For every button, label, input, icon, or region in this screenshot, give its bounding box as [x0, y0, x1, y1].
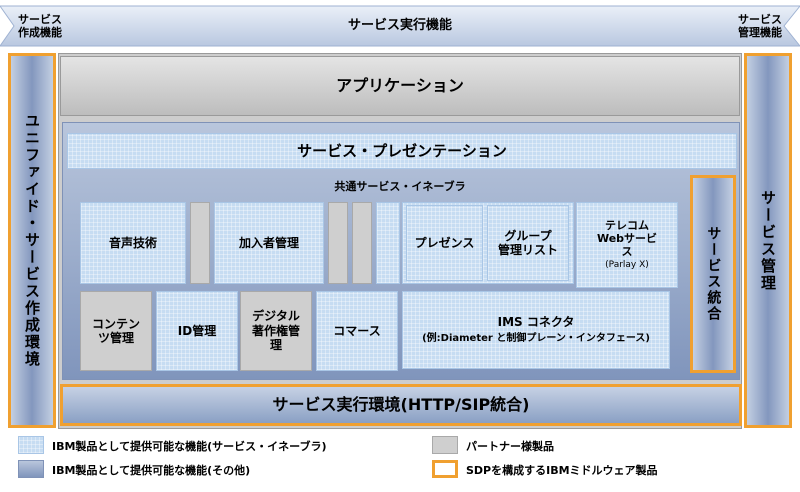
group-list-management-block: グループ 管理リスト: [487, 205, 569, 281]
header-band: [0, 4, 800, 48]
service-integration-panel: サービス統合: [690, 175, 736, 373]
ims-connector-title: IMS コネクタ: [497, 314, 575, 329]
commerce-block: コマース: [316, 291, 398, 371]
voice-technology-block: 音声技術: [80, 202, 186, 284]
header-right-label: サービス 管理機能: [738, 12, 782, 39]
header-center-label: サービス実行機能: [347, 18, 452, 34]
header-left-label: サービス 作成機能: [18, 12, 62, 39]
subscriber-management-block: 加入者管理: [214, 202, 324, 284]
presence-label: プレゼンス: [414, 235, 475, 250]
subscriber-management-label: 加入者管理: [238, 235, 299, 250]
presentation-label: サービス・プレゼンテーション: [297, 142, 507, 160]
application-layer: アプリケーション: [60, 56, 740, 116]
header-arrow-shape: [0, 5, 800, 47]
content-management-block: コンテン ツ管理: [80, 291, 152, 371]
legend-dark-label: IBM製品として提供可能な機能(その他): [52, 464, 251, 477]
content-management-label: コンテン ツ管理: [91, 316, 140, 345]
service-integration-label: サービス統合: [705, 226, 722, 322]
id-management-block: ID管理: [156, 291, 238, 371]
service-management-label: サービス管理: [759, 189, 777, 292]
application-label: アプリケーション: [336, 76, 464, 96]
service-execution-environment: サービス実行環境(HTTP/SIP統合): [60, 384, 742, 426]
unified-service-creation-panel: ユニファイド・サービス作成環境: [8, 53, 56, 428]
ims-connector-block: IMS コネクタ (例:Diameter と制御プレーン・インタフェース): [402, 291, 670, 369]
legend-light-swatch: [18, 436, 44, 454]
ims-connector-subtitle: (例:Diameter と制御プレーン・インタフェース): [422, 333, 650, 345]
id-management-label: ID管理: [177, 323, 217, 338]
common-enablers-label: 共通サービス・イネーブラ: [334, 180, 466, 194]
enabler-slot: [376, 202, 400, 284]
telecom-web-services-label: テレコム Webサービ ス: [596, 218, 658, 259]
parlay-x-label: (Parlay X): [605, 260, 649, 271]
service-execution-label: サービス実行環境(HTTP/SIP統合): [272, 395, 530, 415]
legend-gray-label: パートナー様製品: [466, 440, 554, 453]
legend-light-label: IBM製品として提供可能な機能(サービス・イネーブラ): [52, 440, 327, 453]
presentation-layer: サービス・プレゼンテーション: [67, 133, 737, 169]
partner-slot-2: [328, 202, 348, 284]
legend-orange-label: SDPを構成するIBMミドルウェア製品: [466, 464, 658, 477]
partner-slot-1: [190, 202, 210, 284]
drm-label: デジタル 著作権管 理: [251, 309, 300, 353]
drm-block: デジタル 著作権管 理: [240, 291, 312, 371]
group-list-management-label: グループ 管理リスト: [497, 228, 558, 257]
service-management-panel: サービス管理: [744, 53, 792, 428]
telecom-web-services-block: テレコム Webサービ ス (Parlay X): [576, 202, 678, 288]
unified-service-creation-label: ユニファイド・サービス作成環境: [23, 113, 41, 368]
commerce-label: コマース: [333, 323, 381, 338]
presence-block: プレゼンス: [406, 205, 483, 281]
legend-gray-swatch: [432, 436, 458, 454]
legend-orange-swatch: [432, 460, 458, 478]
legend-dark-swatch: [18, 460, 44, 478]
voice-technology-label: 音声技術: [108, 235, 157, 250]
partner-slot-3: [352, 202, 372, 284]
